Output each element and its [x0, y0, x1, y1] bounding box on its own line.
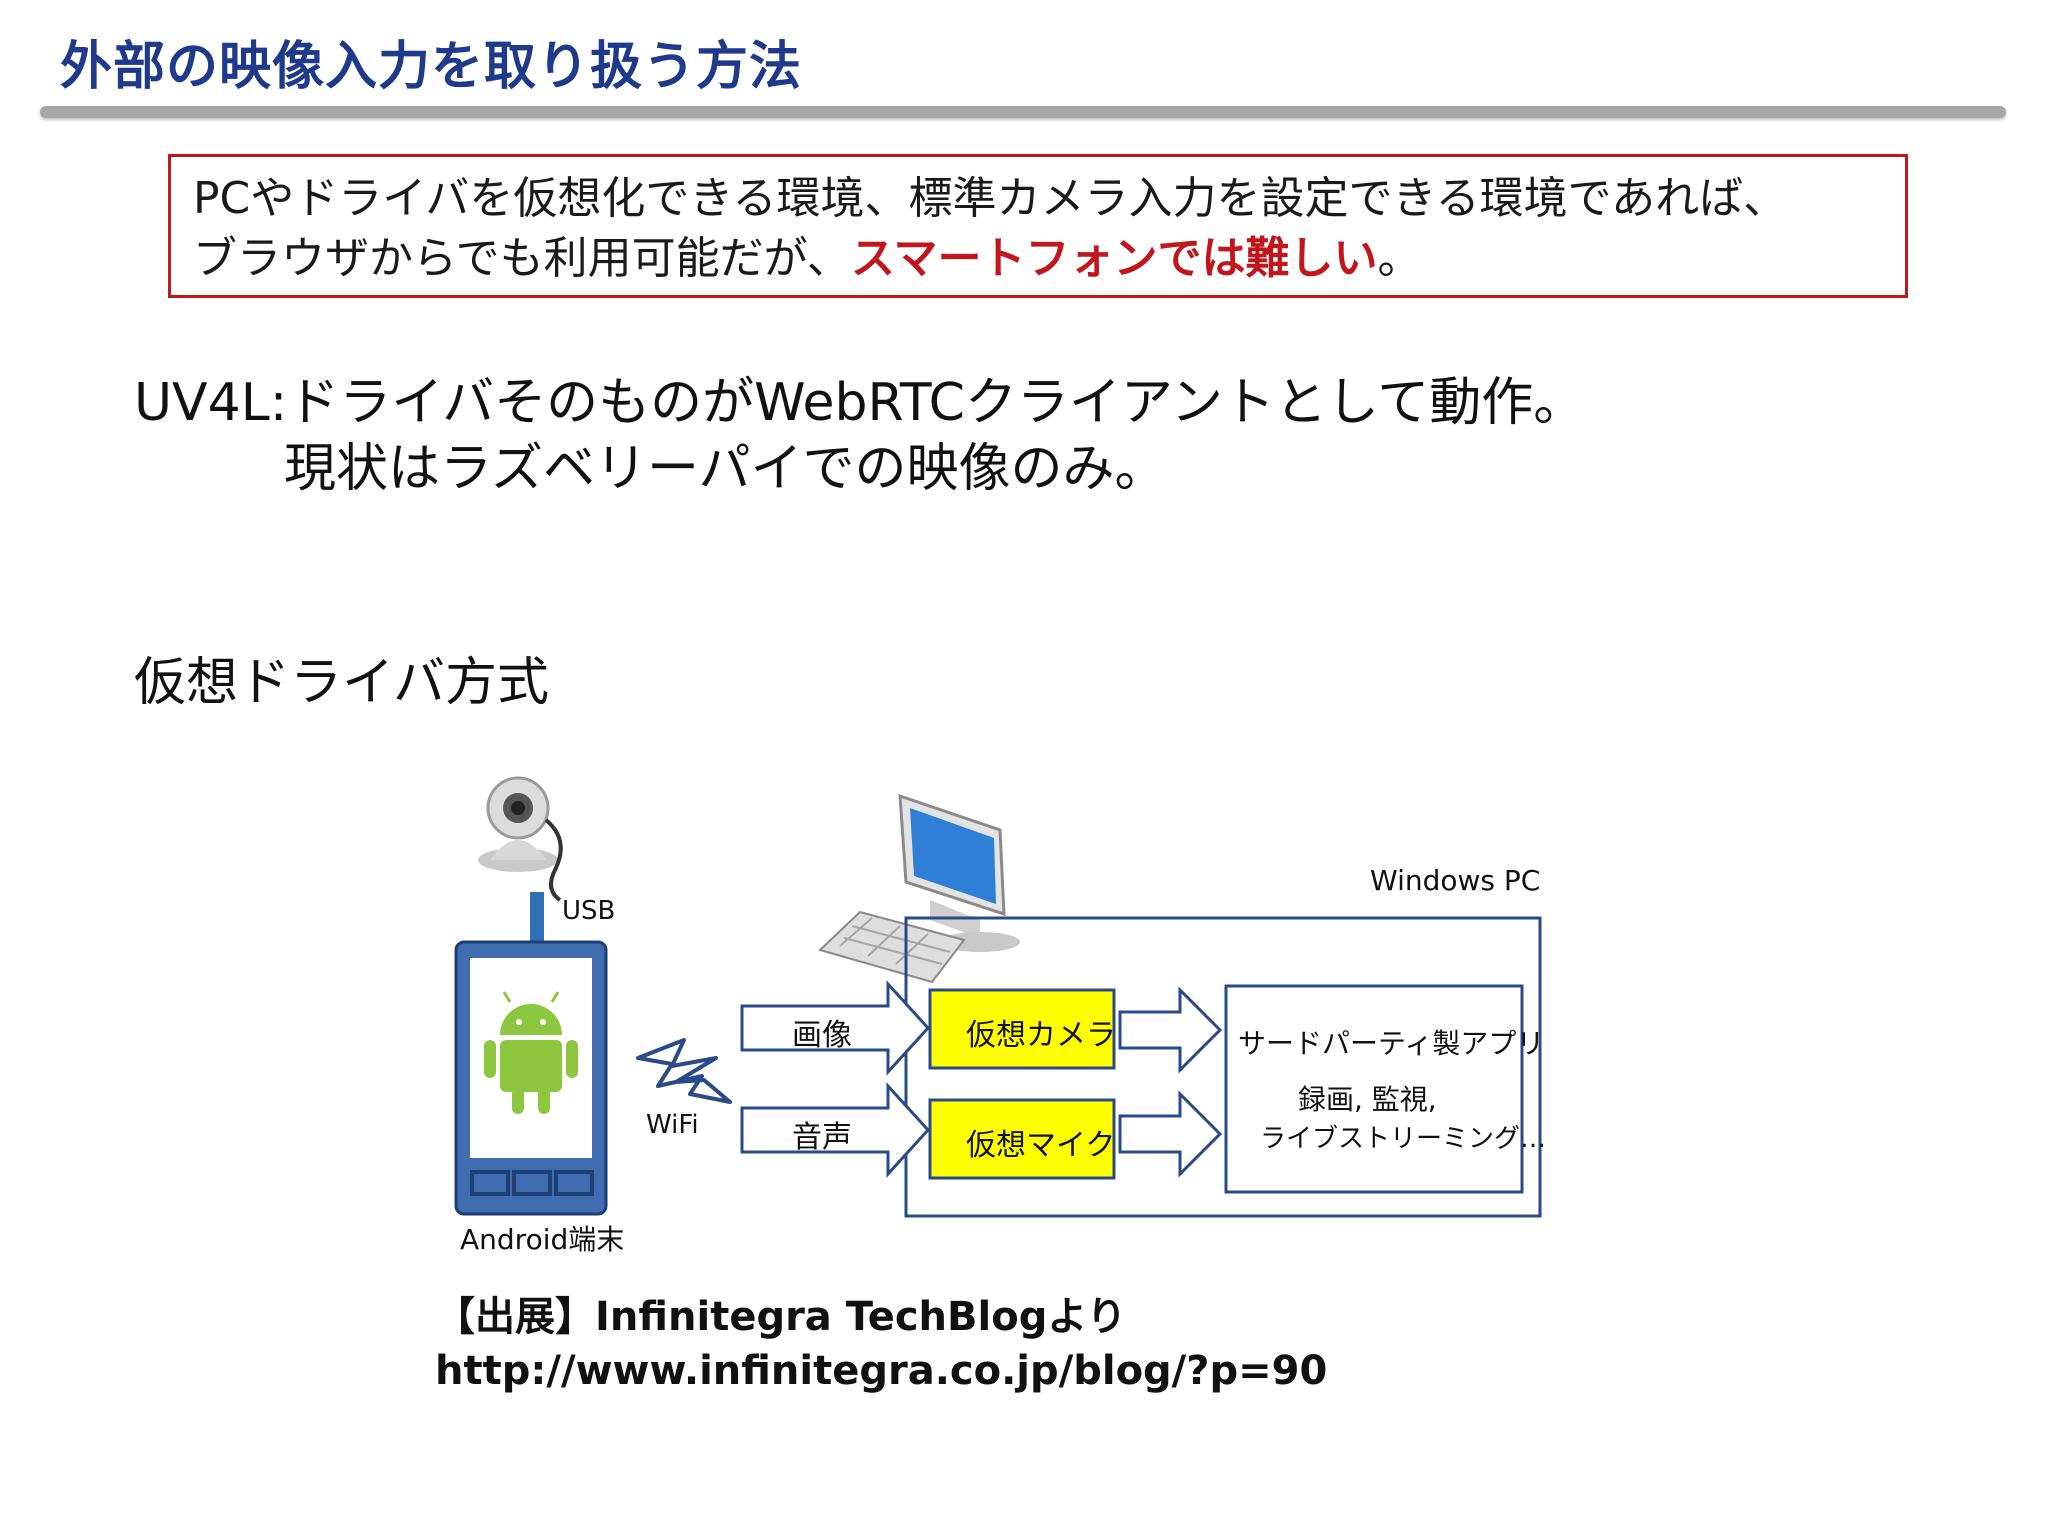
- usb-cable: [530, 892, 544, 942]
- lightning-bolt-icon: [636, 1038, 732, 1104]
- notice-highlight: スマートフォンでは難しい: [850, 233, 1378, 284]
- video-label: 画像: [792, 1018, 852, 1053]
- virtual-mic-label: 仮想マイク: [966, 1128, 1116, 1163]
- usb-label: USB: [562, 896, 616, 926]
- diagram-graphics: [454, 776, 1542, 1218]
- title-divider: [40, 106, 2006, 118]
- source-line-1: 【出展】Infinitegra TechBlogより: [435, 1294, 1127, 1340]
- virtual-mic-box: [928, 1098, 1116, 1180]
- virtual-driver-diagram: USB WiFi Android端末 Windows PC 画像 音声 仮想カメ…: [420, 760, 1570, 1260]
- keyboard-icon: [818, 910, 966, 984]
- section-heading: 仮想ドライバ方式: [134, 653, 549, 713]
- desktop-computer-icon: [898, 793, 1020, 952]
- source-url[interactable]: http://www.infinitegra.co.jp/blog/?p=90: [435, 1348, 1328, 1394]
- android-robot-icon: [484, 991, 578, 1114]
- notice-line-2-suffix: 。: [1377, 233, 1422, 284]
- audio-arrow: [740, 1082, 931, 1178]
- notice-line-2-prefix: ブラウザからでも利用可能だが、: [193, 233, 851, 284]
- android-device-label: Android端末: [460, 1223, 625, 1256]
- mic-to-app-arrow: [1118, 1090, 1223, 1178]
- webcam-icon: [478, 776, 563, 902]
- uv4l-line-1: UV4L:ドライバそのものがWebRTCクライアントとして動作。: [134, 373, 1586, 433]
- notice-line-1: PCやドライバを仮想化できる環境、標準カメラ入力を設定できる環境であれば、: [193, 173, 1788, 224]
- notice-box: PCやドライバを仮想化できる環境、標準カメラ入力を設定できる環境であれば、 ブラ…: [168, 154, 1908, 298]
- app-line-1-label: 録画, 監視,: [1298, 1083, 1437, 1116]
- video-arrow: [740, 980, 931, 1076]
- source-citation: 【出展】Infinitegra TechBlogより http://www.in…: [435, 1290, 1327, 1398]
- audio-label: 音声: [792, 1120, 852, 1155]
- app-line-2-label: ライブストリーミング…: [1260, 1124, 1547, 1154]
- uv4l-line-2: 現状はラズベリーパイでの映像のみ。: [284, 439, 1167, 499]
- slide-title: 外部の映像入力を取り扱う方法: [60, 37, 803, 97]
- windows-pc-box: [904, 916, 1542, 1218]
- camera-to-app-arrow: [1118, 986, 1223, 1074]
- third-party-app-box: [1224, 984, 1524, 1194]
- virtual-camera-label: 仮想カメラ: [966, 1018, 1116, 1053]
- virtual-camera-box: [928, 988, 1116, 1070]
- windows-pc-label: Windows PC: [1370, 864, 1541, 897]
- notice-line-2: ブラウザからでも利用可能だが、スマートフォンでは難しい。: [193, 229, 1883, 289]
- uv4l-description: UV4L:ドライバそのものがWebRTCクライアントとして動作。 現状はラズベリ…: [134, 370, 1585, 502]
- wifi-label: WiFi: [646, 1110, 699, 1140]
- app-title-label: サードパーティ製アプリ: [1238, 1027, 1545, 1060]
